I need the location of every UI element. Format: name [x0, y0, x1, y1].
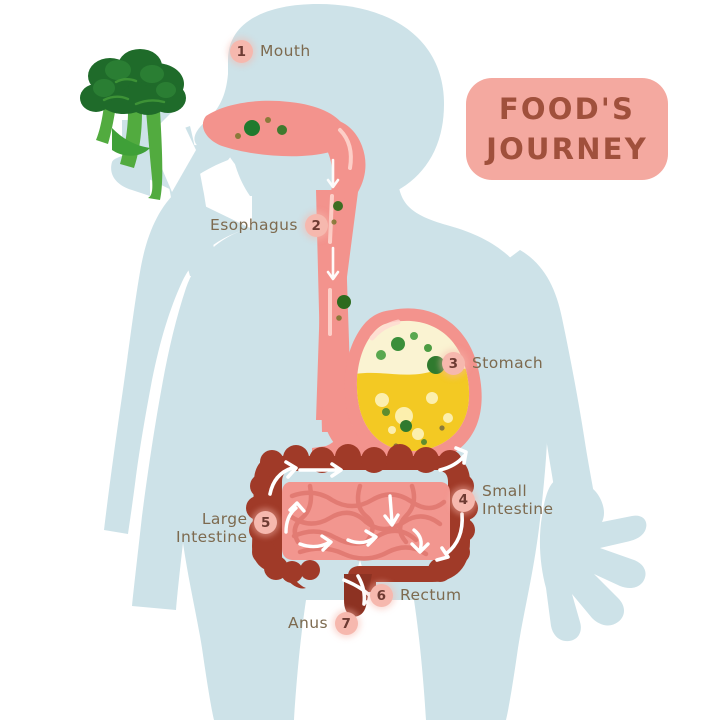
- label-esophagus: Esophagus 2: [210, 214, 328, 237]
- title-line-1: FOOD'S: [498, 91, 636, 126]
- label-rectum: 6 Rectum: [370, 584, 462, 607]
- badge-3: 3: [442, 352, 465, 375]
- badge-2: 2: [304, 214, 328, 237]
- title-badge: FOOD'S JOURNEY: [466, 78, 668, 180]
- label-text-small-intestine: Small Intestine: [482, 482, 554, 519]
- label-text-mouth: Mouth: [260, 42, 311, 61]
- label-anus: Anus 7: [288, 612, 358, 635]
- stomach-organ: [312, 308, 482, 470]
- badge-6: 6: [370, 584, 393, 607]
- flow-arrows-small-intestine: [284, 494, 430, 554]
- label-text-anus: Anus: [288, 614, 328, 633]
- label-small-intestine: 4 Small Intestine: [452, 482, 553, 519]
- label-text-rectum: Rectum: [400, 586, 462, 605]
- label-text-stomach: Stomach: [472, 354, 544, 373]
- badge-5: 5: [254, 511, 278, 534]
- food-particles-stomach: [376, 332, 445, 449]
- flow-arrows-esophagus: [326, 158, 340, 281]
- broccoli-icon: [80, 49, 186, 200]
- food-particles: [235, 117, 351, 321]
- badge-7: 7: [334, 612, 358, 635]
- label-mouth: 1 Mouth: [230, 40, 311, 63]
- label-text-esophagus: Esophagus: [210, 216, 298, 235]
- label-text-large-intestine: Large Intestine: [176, 510, 248, 547]
- title-line-2: JOURNEY: [486, 132, 648, 166]
- label-large-intestine: Large Intestine 5: [176, 510, 278, 547]
- badge-4: 4: [452, 488, 475, 512]
- label-stomach: 3 Stomach: [442, 352, 543, 375]
- badge-1: 1: [230, 40, 253, 63]
- small-intestine-organ: [282, 482, 450, 561]
